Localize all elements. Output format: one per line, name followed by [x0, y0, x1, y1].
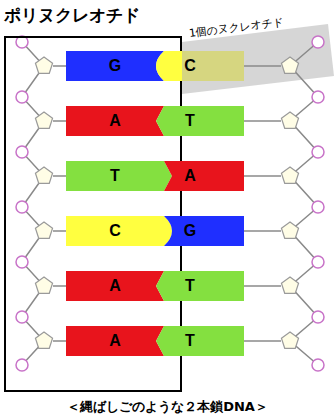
base-bond — [53, 175, 66, 177]
sugar-pentagon — [35, 57, 52, 73]
base-bond — [244, 285, 281, 287]
base-body — [164, 216, 244, 246]
base-fill — [156, 271, 244, 301]
base-box: C — [164, 51, 244, 81]
base-bond — [53, 120, 66, 122]
base-fill — [66, 161, 172, 191]
base-body — [66, 271, 164, 301]
base-body — [66, 326, 164, 356]
sugar-pentagon — [35, 277, 52, 293]
base-shape — [164, 51, 244, 81]
base-body — [156, 271, 244, 301]
base-box: T — [66, 161, 164, 191]
phosphate-circle — [312, 311, 324, 323]
frame-heading: ポリヌクレオチド — [4, 4, 178, 26]
base-bond — [244, 120, 281, 122]
base-letter: T — [185, 277, 195, 295]
base-shape — [164, 161, 244, 191]
base-box: A — [66, 106, 164, 136]
phosphate-circle — [16, 311, 28, 323]
phosphate-circle — [312, 91, 324, 103]
sugar-pentagon — [281, 167, 298, 183]
base-letter: A — [109, 332, 121, 350]
base-box: T — [164, 271, 244, 301]
phosphate-circle — [312, 36, 324, 48]
base-body — [66, 161, 172, 191]
phosphate-circle — [312, 359, 324, 371]
base-fill — [66, 326, 164, 356]
base-bond — [244, 65, 281, 67]
sugar-pentagon — [35, 112, 52, 128]
caption-wrap: ＜縄ばしごのような２本鎖DNA＞ — [0, 396, 335, 416]
base-bond — [244, 175, 281, 177]
base-body — [156, 106, 244, 136]
base-letter: G — [109, 57, 121, 75]
base-shape — [164, 271, 244, 301]
base-fill — [156, 51, 244, 81]
sugar-pentagon — [281, 222, 298, 238]
base-box: T — [164, 326, 244, 356]
sugar-pentagon — [281, 277, 298, 293]
base-fill — [66, 271, 164, 301]
base-letter: A — [109, 112, 121, 130]
base-shape — [164, 216, 244, 246]
sugar-pentagon — [281, 332, 298, 348]
base-box: G — [164, 216, 244, 246]
phosphate-circle — [16, 146, 28, 158]
base-letter: A — [109, 277, 121, 295]
base-bond — [53, 65, 66, 67]
nucleotide-highlight — [182, 51, 244, 81]
base-bond — [53, 340, 66, 342]
strand-frame: ポリヌクレオチドGATCAA — [4, 36, 182, 392]
sugar-pentagon — [35, 332, 52, 348]
phosphate-circle — [16, 359, 28, 371]
base-fill — [164, 216, 244, 246]
base-bond — [244, 230, 281, 232]
base-shape — [164, 106, 244, 136]
sugar-pentagon — [35, 167, 52, 183]
base-box: C — [66, 216, 164, 246]
phosphate-circle — [16, 201, 28, 213]
base-fill — [164, 161, 244, 191]
base-fill — [66, 106, 164, 136]
base-body — [66, 106, 164, 136]
base-fill — [156, 106, 244, 136]
base-letter: A — [184, 167, 196, 185]
base-bond — [53, 230, 66, 232]
base-fill — [66, 51, 164, 81]
phosphate-circle — [312, 201, 324, 213]
sugar-pentagon — [281, 112, 298, 128]
base-body — [156, 326, 244, 356]
base-letter: T — [185, 332, 195, 350]
base-letter: C — [109, 222, 121, 240]
base-letter: C — [184, 57, 196, 75]
base-body — [66, 216, 172, 246]
base-bond — [244, 340, 281, 342]
base-box: A — [66, 326, 164, 356]
base-body — [66, 51, 164, 81]
base-bond — [53, 285, 66, 287]
base-letter: G — [184, 222, 196, 240]
sugar-pentagon — [281, 57, 298, 73]
phosphate-circle — [16, 256, 28, 268]
base-box: A — [164, 161, 244, 191]
base-letter: T — [185, 112, 195, 130]
base-letter: T — [110, 167, 120, 185]
base-box: A — [66, 271, 164, 301]
base-body — [164, 161, 244, 191]
base-shape — [164, 326, 244, 356]
phosphate-circle — [312, 256, 324, 268]
base-fill — [66, 216, 172, 246]
base-box: T — [164, 106, 244, 136]
base-body — [156, 51, 244, 81]
phosphate-circle — [16, 91, 28, 103]
caption: ＜縄ばしごのような２本鎖DNA＞ — [67, 399, 268, 414]
backbone — [16, 36, 324, 371]
base-fill — [156, 326, 244, 356]
sugar-pentagon — [35, 222, 52, 238]
base-box: G — [66, 51, 164, 81]
phosphate-circle — [312, 146, 324, 158]
